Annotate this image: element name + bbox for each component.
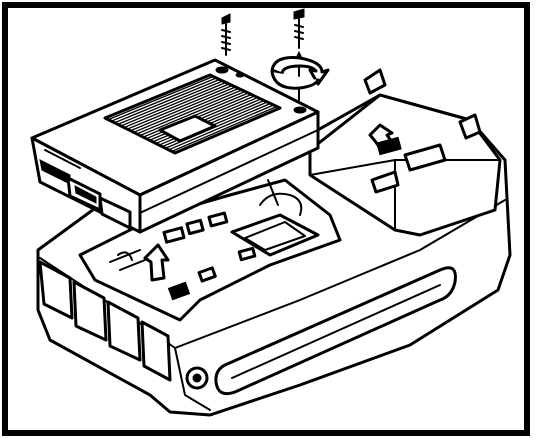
motor-housing-inner [244, 221, 306, 251]
wire-1 [267, 179, 279, 206]
front-face-edge [174, 347, 211, 411]
grille-hatch-line [168, 104, 274, 151]
cover-button-3 [98, 196, 132, 230]
screw-left [221, 13, 231, 56]
grille-hatch-line [139, 90, 246, 137]
cover-pin-hole [235, 72, 245, 78]
lifted-cover [30, 58, 320, 234]
counterclockwise-rotation-arrow-icon [270, 56, 330, 90]
screw-left-head [221, 13, 231, 25]
front-keys [38, 260, 172, 382]
cover-front-line [44, 149, 81, 169]
board-trace-2 [119, 257, 151, 271]
cover-tab [370, 170, 400, 194]
chip-6 [197, 266, 217, 283]
jack-hole [192, 373, 202, 383]
chip-3 [207, 211, 229, 228]
front-key-1 [38, 260, 74, 320]
grille-hatch-line [130, 86, 236, 132]
board-trace-1 [109, 249, 141, 263]
chip-1 [162, 226, 186, 244]
front-key-2 [72, 280, 108, 342]
cover-window [403, 143, 447, 172]
antenna-post [363, 68, 387, 95]
right-compartment [308, 93, 502, 237]
cover-screw-hole-left [215, 66, 229, 74]
cover-side-bevel [141, 129, 319, 213]
up-arrow-icon-left [143, 243, 170, 282]
front-key-4 [140, 320, 172, 382]
clip-hook [117, 251, 133, 261]
ribbon-cable [259, 192, 303, 216]
speaker-grille [103, 73, 282, 155]
grille-hatch-line [136, 89, 243, 135]
grille-hatch-line [123, 83, 230, 129]
strap-lug [458, 113, 482, 140]
grille-hatch-line [114, 78, 220, 124]
screw-left-thread [221, 29, 231, 51]
grille-hatch-line [111, 77, 217, 122]
motor-housing [230, 213, 320, 257]
grille-hatch-line [133, 87, 239, 133]
grille-hatch-line [127, 84, 233, 130]
figure-frame [2, 2, 530, 436]
grille-badge [158, 114, 217, 143]
front-key-3 [106, 300, 142, 362]
screw-right-head [293, 8, 305, 20]
grille-hatch-line [171, 105, 278, 153]
cover-button-2-slot [74, 185, 97, 204]
chip-2 [185, 218, 205, 236]
chip-5 [167, 281, 191, 301]
grille-hatch-line [107, 75, 214, 121]
chip-4 [237, 246, 257, 262]
side-slot-groove [231, 284, 441, 379]
grille-hatch-line [117, 80, 223, 125]
cover-latch [376, 136, 402, 156]
screw-right-thread [294, 24, 304, 40]
cover-screw-hole-right [293, 106, 307, 114]
grille-hatch-line [120, 81, 227, 127]
